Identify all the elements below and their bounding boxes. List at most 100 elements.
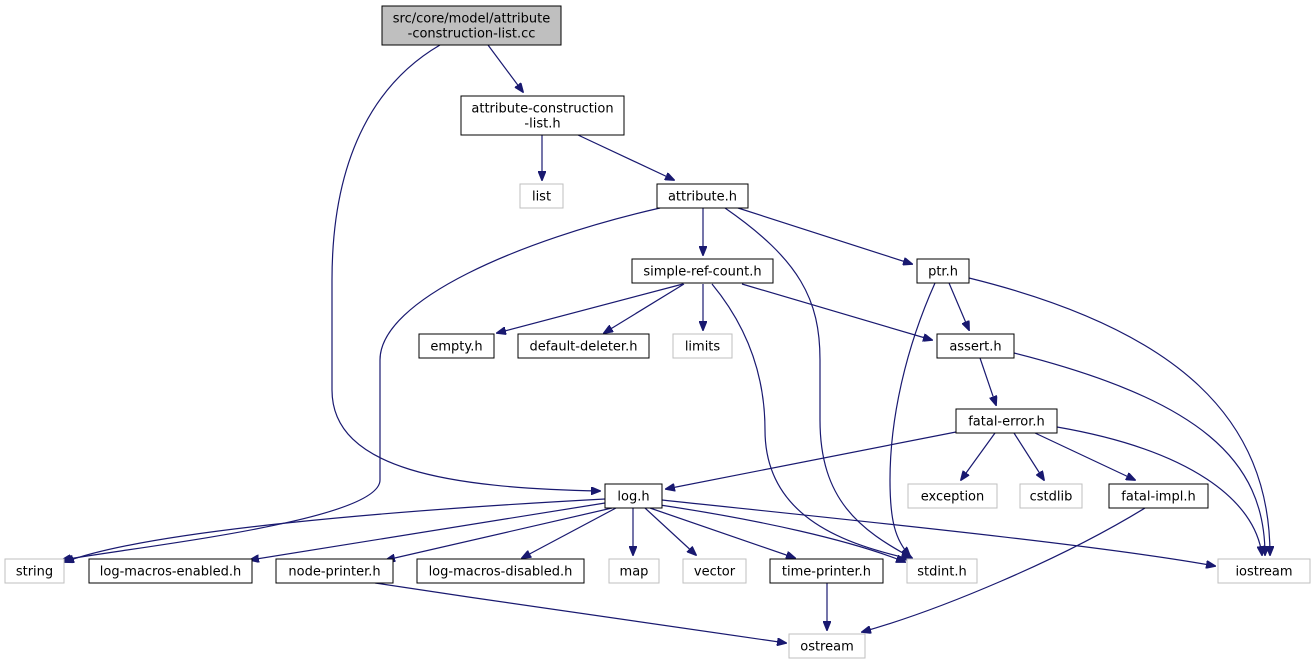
node-label: limits: [685, 340, 721, 355]
node-assert-h[interactable]: assert.h: [936, 333, 1015, 359]
node-box: [381, 5, 562, 46]
node-label: cstdlib: [1030, 490, 1073, 505]
node-label: src/core/model/attribute: [393, 12, 550, 27]
node-label: time-printer.h: [782, 565, 871, 580]
node-label: empty.h: [430, 340, 482, 355]
edge-line: [487, 44, 523, 92]
edge-line: [577, 134, 674, 180]
node-label: list: [532, 190, 551, 205]
node-box: [955, 408, 1058, 434]
node-empty-h[interactable]: empty.h: [418, 333, 495, 359]
nodes-layer: src/core/model/attribute-construction-li…: [4, 5, 1311, 659]
node-box: [769, 558, 884, 584]
edge-line: [741, 283, 932, 340]
node-ostream: ostream: [788, 633, 866, 659]
edge-line: [948, 282, 969, 330]
edge-line: [979, 357, 996, 405]
edge-log-h-to-iostream: [661, 499, 1215, 566]
node-label: string: [16, 565, 53, 580]
node-acl-h[interactable]: attribute-construction-list.h: [460, 95, 625, 136]
node-box: [519, 183, 564, 209]
edge-log-h-to-vector: [644, 507, 696, 555]
node-box: [1019, 483, 1083, 509]
node-box: [631, 258, 774, 284]
edge-line: [724, 207, 912, 558]
node-box: [672, 333, 733, 359]
node-fatal-error-h[interactable]: fatal-error.h: [955, 408, 1058, 434]
node-label: map: [620, 565, 649, 580]
edge-root-to-log-h: [331, 44, 600, 491]
edge-line: [65, 498, 606, 562]
edge-line: [374, 582, 786, 643]
edge-line: [644, 507, 696, 555]
edge-line: [862, 507, 1146, 632]
edge-line: [659, 504, 905, 562]
node-label: node-printer.h: [288, 565, 380, 580]
node-box: [907, 483, 998, 509]
edge-line: [649, 507, 795, 558]
edge-ptr-h-to-stdint-h: [889, 282, 936, 556]
edges-layer: [62, 44, 1270, 643]
edge-simple-ref-count-h-to-default-deleter-h: [604, 283, 685, 333]
edge-log-h-to-string: [65, 498, 606, 562]
node-label: attribute-construction: [471, 102, 613, 117]
node-limits: limits: [672, 333, 733, 359]
node-label: log.h: [617, 490, 649, 505]
edge-line: [711, 283, 910, 559]
node-box: [788, 633, 866, 659]
node-box: [656, 183, 749, 209]
node-label: log-macros-disabled.h: [429, 565, 573, 580]
node-box: [88, 558, 253, 584]
node-box: [916, 258, 970, 284]
node-log-macros-disabled-h[interactable]: log-macros-disabled.h: [416, 558, 585, 584]
node-label: ptr.h: [928, 265, 958, 280]
edge-ptr-h-to-assert-h: [948, 282, 969, 330]
node-simple-ref-count-h[interactable]: simple-ref-count.h: [631, 258, 774, 284]
node-log-macros-enabled-h[interactable]: log-macros-enabled.h: [88, 558, 253, 584]
edge-line: [604, 283, 685, 333]
edge-simple-ref-count-h-to-assert-h: [741, 283, 932, 340]
node-default-deleter-h[interactable]: default-deleter.h: [517, 333, 650, 359]
edge-fatal-error-h-to-cstdlib: [1013, 432, 1044, 480]
node-box: [936, 333, 1015, 359]
node-label: default-deleter.h: [530, 340, 638, 355]
edge-line: [386, 507, 613, 560]
node-box: [517, 333, 650, 359]
edge-simple-ref-count-h-to-stdint-h: [711, 283, 910, 559]
node-label: stdint.h: [917, 565, 966, 580]
node-box: [460, 95, 625, 136]
edge-line: [1034, 432, 1135, 480]
node-root[interactable]: src/core/model/attribute-construction-li…: [381, 5, 562, 46]
node-log-h[interactable]: log.h: [604, 483, 663, 509]
node-label: fatal-error.h: [968, 415, 1045, 430]
node-label: ostream: [800, 640, 854, 655]
node-box: [604, 483, 663, 509]
edge-line: [62, 207, 661, 560]
node-box: [418, 333, 495, 359]
edge-attribute-h-to-string: [62, 207, 661, 560]
edge-line: [968, 277, 1270, 555]
node-label: iostream: [1235, 565, 1292, 580]
edge-line: [1013, 352, 1265, 555]
node-box: [4, 558, 65, 584]
edge-fatal-error-h-to-iostream: [1056, 426, 1262, 555]
node-iostream: iostream: [1217, 558, 1311, 584]
edge-line: [666, 431, 957, 489]
edge-log-h-to-time-printer-h: [649, 507, 795, 558]
node-node-printer-h[interactable]: node-printer.h: [275, 558, 394, 584]
node-box: [275, 558, 394, 584]
node-vector: vector: [682, 558, 747, 584]
edge-line: [1056, 426, 1262, 555]
edge-assert-h-to-iostream: [1013, 352, 1265, 555]
edge-line: [331, 44, 600, 491]
node-box: [1108, 483, 1209, 509]
node-list: list: [519, 183, 564, 209]
node-box: [906, 558, 978, 584]
node-attribute-h[interactable]: attribute.h: [656, 183, 749, 209]
edge-attribute-h-to-ptr-h: [737, 207, 912, 264]
edge-line: [889, 282, 936, 556]
node-time-printer-h[interactable]: time-printer.h: [769, 558, 884, 584]
node-fatal-impl-h[interactable]: fatal-impl.h: [1108, 483, 1209, 509]
node-ptr-h[interactable]: ptr.h: [916, 258, 970, 284]
